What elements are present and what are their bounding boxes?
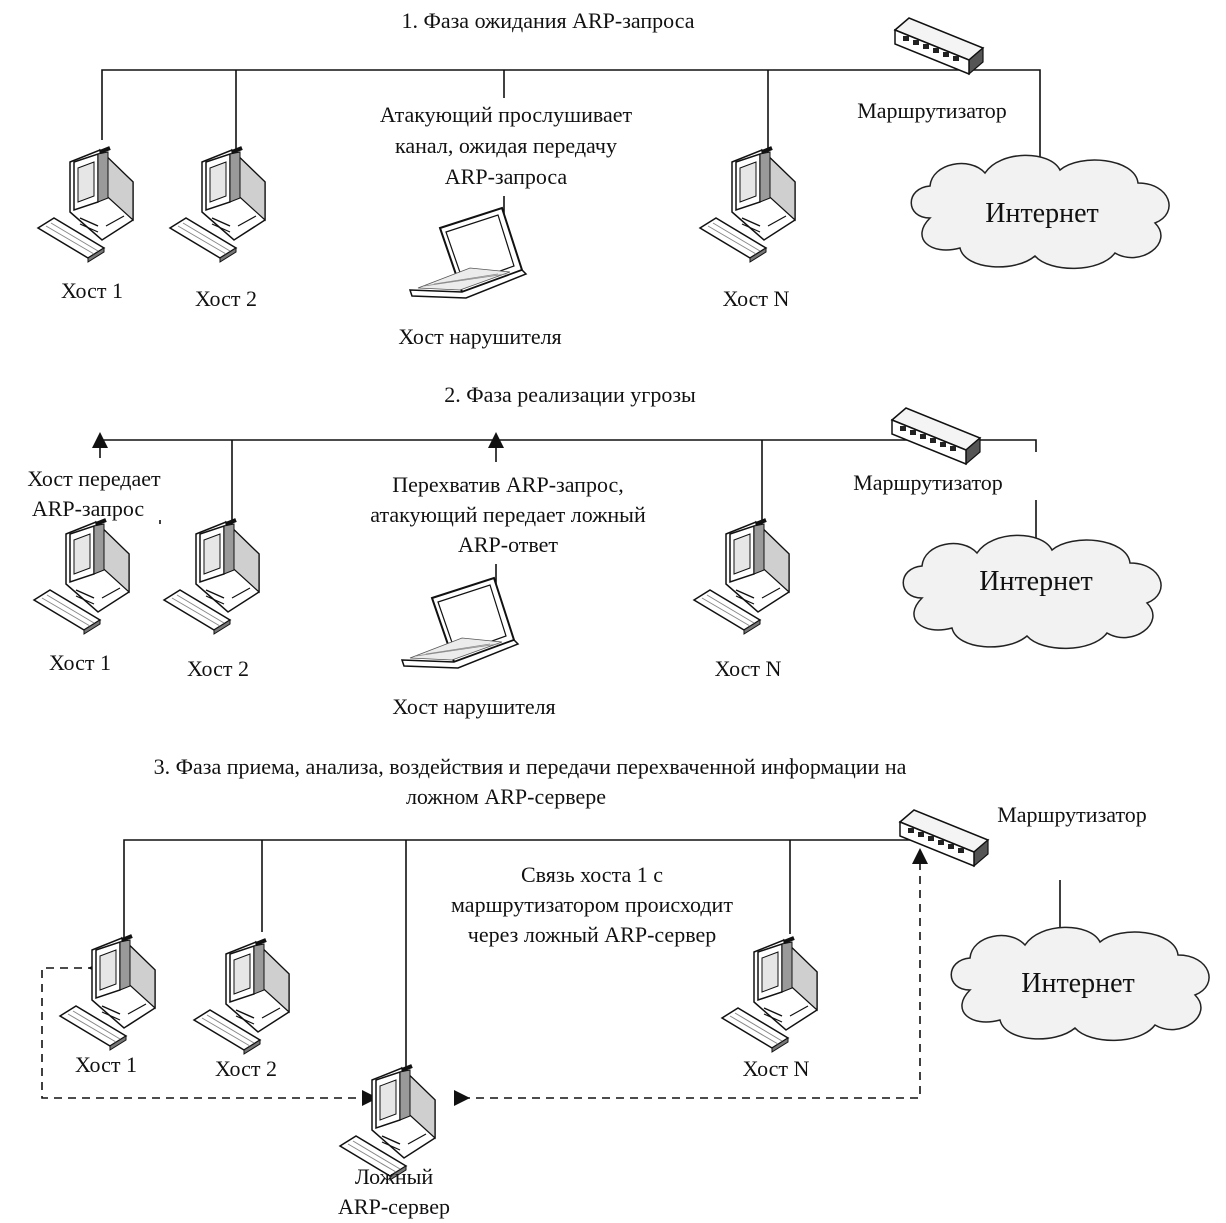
laptop-icon bbox=[401, 577, 519, 669]
host-1-label: Хост 1 bbox=[75, 1052, 137, 1077]
host-note-line-2: ARP-запрос bbox=[32, 496, 145, 521]
host-1-icon bbox=[58, 934, 157, 1052]
router-icon bbox=[891, 407, 981, 465]
host-1-label: Хост 1 bbox=[49, 650, 111, 675]
phase-2-title: 2. Фаза реализации угрозы bbox=[444, 382, 696, 407]
internet-label: Интернет bbox=[979, 566, 1093, 597]
host-2-icon bbox=[192, 938, 291, 1056]
host-n-label: Хост N bbox=[743, 1056, 810, 1081]
fake-server-icon bbox=[338, 1064, 437, 1182]
router-label: Маршрутизатор bbox=[997, 802, 1147, 827]
router-label: Маршрутизатор bbox=[857, 98, 1007, 123]
redirect-path-router bbox=[454, 848, 928, 1106]
network-bus bbox=[100, 439, 1037, 452]
internet-label: Интернет bbox=[1021, 968, 1135, 999]
host-1-icon bbox=[32, 518, 131, 636]
attacker-label: Хост нарушителя bbox=[392, 694, 555, 719]
host-n-icon bbox=[692, 518, 791, 636]
host-n-icon bbox=[720, 936, 819, 1054]
phase-3-title-line-1: 3. Фаза приема, анализа, воздействия и п… bbox=[154, 754, 907, 779]
phase-2: 2. Фаза реализации угрозы Хост передает … bbox=[27, 382, 1162, 719]
phase-2-note-line-2: атакующий передает ложный bbox=[370, 502, 646, 527]
host-2-label: Хост 2 bbox=[187, 656, 249, 681]
phase-2-note-line-1: Перехватив ARP-запрос, bbox=[392, 472, 624, 497]
phase-3-note-line-3: через ложный ARP-сервер bbox=[468, 922, 716, 947]
router-icon bbox=[894, 17, 984, 75]
phase-1-title: 1. Фаза ожидания ARP-запроса bbox=[401, 8, 694, 33]
host-2-icon bbox=[168, 146, 267, 264]
phase-1-note-line-1: Атакующий прослушивает bbox=[380, 102, 633, 127]
host-2-label: Хост 2 bbox=[215, 1056, 277, 1081]
fake-server-label-line-2: ARP-сервер bbox=[338, 1194, 450, 1219]
router-label: Маршрутизатор bbox=[853, 470, 1003, 495]
network-bus bbox=[123, 839, 920, 940]
attacker-label: Хост нарушителя bbox=[398, 324, 561, 349]
host-1-label: Хост 1 bbox=[61, 278, 123, 303]
laptop-icon bbox=[409, 207, 527, 299]
redirect-path-host1 bbox=[41, 960, 378, 1106]
phase-3-note-line-2: маршрутизатором происходит bbox=[451, 892, 733, 917]
host-2-icon bbox=[162, 518, 261, 636]
host-n-label: Хост N bbox=[715, 656, 782, 681]
host-note-line-1: Хост передает bbox=[27, 466, 161, 491]
host-1-icon bbox=[36, 146, 135, 264]
host-n-icon bbox=[698, 146, 797, 264]
phase-2-note-line-3: ARP-ответ bbox=[458, 532, 558, 557]
fake-server-label-line-1: Ложный bbox=[355, 1164, 434, 1189]
host-2-label: Хост 2 bbox=[195, 286, 257, 311]
phase-1: 1. Фаза ожидания ARP-запроса Атакующий п… bbox=[36, 8, 1170, 349]
phase-1-note-line-3: ARP-запроса bbox=[445, 164, 568, 189]
phase-3-title-line-2: ложном ARP-сервере bbox=[406, 784, 606, 809]
phase-3-note-line-1: Связь хоста 1 с bbox=[521, 862, 663, 887]
phase-3: 3. Фаза приема, анализа, воздействия и п… bbox=[41, 754, 1210, 1219]
internet-label: Интернет bbox=[985, 198, 1099, 229]
router-icon bbox=[899, 809, 989, 867]
network-bus bbox=[101, 69, 1041, 168]
host-n-label: Хост N bbox=[723, 286, 790, 311]
phase-1-note-line-2: канал, ожидая передачу bbox=[395, 133, 617, 158]
